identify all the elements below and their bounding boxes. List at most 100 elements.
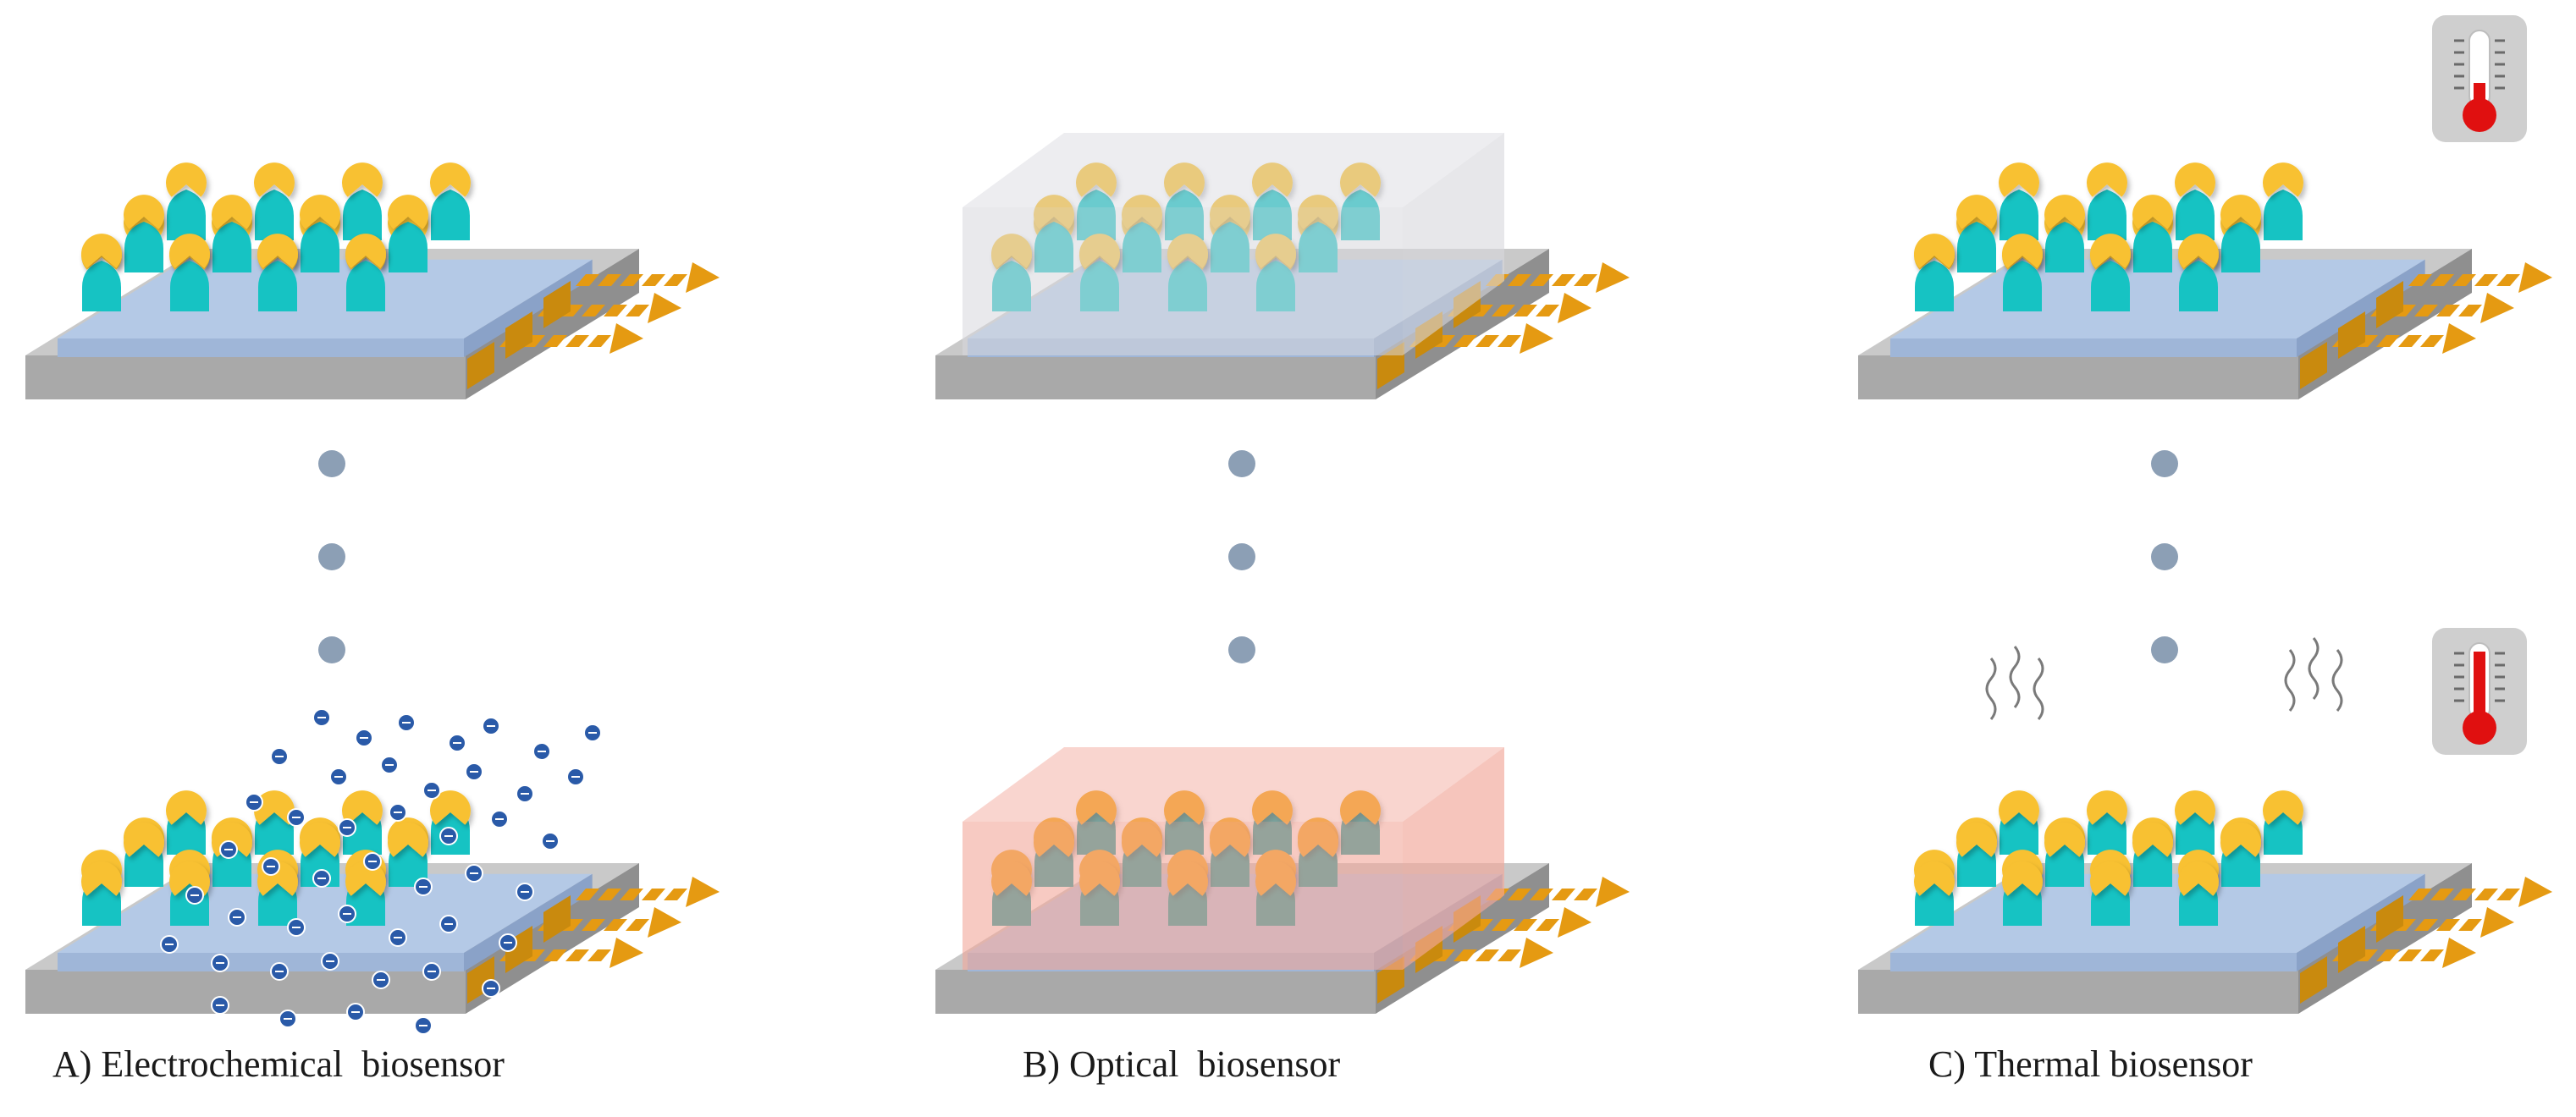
bioreceptor-icon <box>2003 261 2042 311</box>
signal-arrow-stripe <box>642 274 665 286</box>
analyte-icon <box>1164 162 1205 197</box>
analyte-icon <box>300 823 340 857</box>
signal-arrow-head <box>2442 938 2476 968</box>
dot-icon <box>318 450 345 477</box>
signal-arrow-stripe <box>2408 889 2432 900</box>
heat-wave-icon <box>1985 646 2044 720</box>
signal-arrow-stripe <box>2408 274 2432 286</box>
signal-arrow-stripe <box>587 335 611 347</box>
dot-icon <box>318 543 345 570</box>
signal-arrow-stripe <box>1552 274 1575 286</box>
analyte-icon <box>1999 790 2040 825</box>
transducer-front <box>1890 338 2297 357</box>
bioreceptor-icon <box>255 190 294 240</box>
signal-arrow-icon <box>2376 262 2552 328</box>
transducer-side <box>2297 259 2425 357</box>
substrate-side <box>466 249 639 399</box>
substrate-side <box>1376 863 1549 1014</box>
analyte-icon <box>1076 162 1117 197</box>
bioreceptor-icon <box>2000 190 2038 240</box>
analyte-icon <box>2002 234 2043 268</box>
transducer-front <box>58 953 464 971</box>
analyte-icon <box>1076 790 1117 825</box>
analyte-icon <box>345 234 386 268</box>
signal-arrow-head <box>2480 293 2514 323</box>
signal-arrow-head <box>1596 262 1630 293</box>
heat-wave-line <box>2308 637 2320 700</box>
signal-arrow-stripe <box>582 305 605 316</box>
signal-arrow-stripe <box>642 889 665 900</box>
bioreceptor-icon <box>1915 261 1954 311</box>
bioreceptor-icon <box>2176 190 2215 240</box>
optical-chamber <box>963 747 1504 970</box>
bioreceptor-icon <box>301 222 339 272</box>
optical-chamber <box>963 133 1504 355</box>
substrate-side <box>466 863 639 1014</box>
signal-arrow-stripe <box>565 335 589 347</box>
signal-arrow-stripe <box>1492 305 1515 316</box>
substrate-side <box>2298 863 2472 1014</box>
signal-arrow-head <box>2480 907 2514 938</box>
signal-arrow-block <box>2300 342 2327 389</box>
analyte-icon <box>253 790 295 825</box>
signal-arrow-stripe <box>604 919 627 931</box>
signal-arrow-stripe <box>1508 274 1531 286</box>
continuation-dots <box>2151 450 2178 663</box>
signal-arrow-stripe <box>1530 889 1553 900</box>
signal-arrow-stripe <box>2496 889 2520 900</box>
signal-arrow-stripe <box>664 274 687 286</box>
substrate-side <box>2298 249 2472 399</box>
signal-arrow-icon <box>2300 938 2476 1004</box>
signal-arrow-stripe <box>543 949 567 961</box>
signal-arrow-stripe <box>626 919 649 931</box>
heat-wave-line <box>2331 649 2343 712</box>
signal-arrow-stripe <box>2430 889 2454 900</box>
dot-icon <box>1228 450 1255 477</box>
analyte-icon <box>2220 823 2262 857</box>
signal-arrow-block <box>2376 895 2403 943</box>
bioreceptor-icon <box>343 190 382 240</box>
signal-arrow-stripe <box>2458 919 2482 931</box>
signal-arrow-stripe <box>2496 274 2520 286</box>
transducer-side <box>464 259 593 357</box>
signal-arrow-head <box>2518 262 2552 293</box>
signal-arrow-head <box>686 262 720 293</box>
analyte-icon <box>257 234 298 268</box>
analyte-icon <box>2044 195 2085 229</box>
analyte-icon <box>300 195 340 229</box>
analyte-icon <box>1340 790 1381 825</box>
signal-arrow-head <box>648 907 681 938</box>
substrate-front <box>935 970 1376 1014</box>
signal-arrow-stripe <box>2398 335 2422 347</box>
analyte-icon <box>2220 195 2262 229</box>
signal-arrow-stripe <box>1574 274 1597 286</box>
signal-arrow-stripe <box>1498 949 1521 961</box>
signal-arrow-head <box>1596 877 1630 907</box>
transducer-side <box>2297 873 2425 971</box>
signal-arrow-stripe <box>1492 919 1515 931</box>
dot-icon <box>2151 543 2178 570</box>
bioreceptor-icon <box>431 190 470 240</box>
thermometer-bulb <box>2463 711 2496 745</box>
signal-arrow-stripe <box>1453 949 1477 961</box>
analyte-icon <box>388 823 428 857</box>
analyte-icon <box>2175 790 2216 825</box>
signal-arrow-stripe <box>543 335 567 347</box>
signal-arrow-stripe <box>2430 274 2454 286</box>
signal-arrow-stripe <box>2452 889 2476 900</box>
analyte-icon <box>254 162 295 197</box>
analyte-icon <box>2132 195 2174 229</box>
bioreceptor-icon <box>167 190 206 240</box>
signal-arrow-stripe <box>2436 305 2460 316</box>
substrate-front <box>25 970 466 1014</box>
analyte-icon <box>342 790 383 825</box>
heat-wave-icon <box>2284 637 2343 712</box>
bioreceptor-icon <box>2264 190 2303 240</box>
signal-arrow-stripe <box>1508 889 1531 900</box>
signal-arrow-stripe <box>620 274 643 286</box>
dot-icon <box>2151 636 2178 663</box>
continuation-dots <box>318 450 345 663</box>
signal-arrow-icon <box>2338 293 2514 359</box>
bioreceptor-icon <box>124 222 163 272</box>
